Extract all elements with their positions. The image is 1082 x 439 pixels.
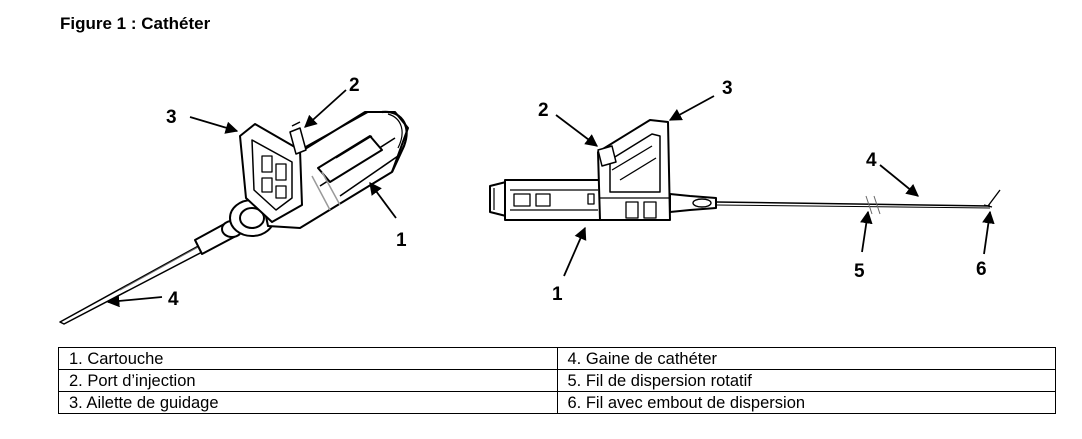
callout-right-6: 6 <box>976 259 987 280</box>
right-callout-labels: 2 3 4 1 5 6 <box>538 78 987 305</box>
catheter-figure: 3 2 1 4 <box>59 75 1001 325</box>
legend-table: 1. Cartouche 4. Gaine de cathéter 2. Por… <box>58 347 1056 414</box>
right-injection-port <box>597 145 617 167</box>
callout-right-4: 4 <box>866 150 877 171</box>
legend-item-port-injection: 2. Port d’injection <box>58 369 558 392</box>
left-callout-arrows <box>106 89 397 308</box>
callout-right-2: 2 <box>538 100 549 121</box>
callout-right-5: 5 <box>854 261 865 282</box>
left-cartridge-cap <box>381 110 408 173</box>
legend-item-ailette: 3. Ailette de guidage <box>58 391 558 414</box>
callout-right-1: 1 <box>552 284 563 305</box>
catheter-left-view <box>59 110 409 325</box>
legend-item-fil-embout: 6. Fil avec embout de dispersion <box>556 391 1056 414</box>
catheter-right-view <box>489 119 1001 221</box>
callout-right-3: 3 <box>722 78 733 99</box>
left-injection-port <box>289 127 307 155</box>
legend-item-cartouche: 1. Cartouche <box>58 347 558 370</box>
figure-title: Figure 1 : Cathéter <box>60 14 211 33</box>
right-catheter-sheath <box>715 201 991 207</box>
table-row: 1. Cartouche 4. Gaine de cathéter <box>58 347 1056 370</box>
right-callout-arrows <box>555 95 995 277</box>
callout-left-4: 4 <box>168 289 179 310</box>
callout-left-2: 2 <box>349 75 360 96</box>
right-cartridge-cap <box>489 181 507 217</box>
left-catheter-sheath <box>59 243 207 325</box>
legend-item-fil-rotatif: 5. Fil de dispersion rotatif <box>556 369 1056 392</box>
right-dispersion-tip <box>987 189 1001 207</box>
right-guide-wing <box>597 119 671 221</box>
callout-left-1: 1 <box>396 230 407 251</box>
callout-left-3: 3 <box>166 107 177 128</box>
left-callout-labels: 3 2 1 4 <box>166 75 407 310</box>
table-row: 3. Ailette de guidage 6. Fil avec embout… <box>58 391 1056 414</box>
table-row: 2. Port d’injection 5. Fil de dispersion… <box>58 369 1056 392</box>
legend-item-gaine: 4. Gaine de cathéter <box>556 347 1056 370</box>
right-cartridge-body <box>504 179 604 221</box>
